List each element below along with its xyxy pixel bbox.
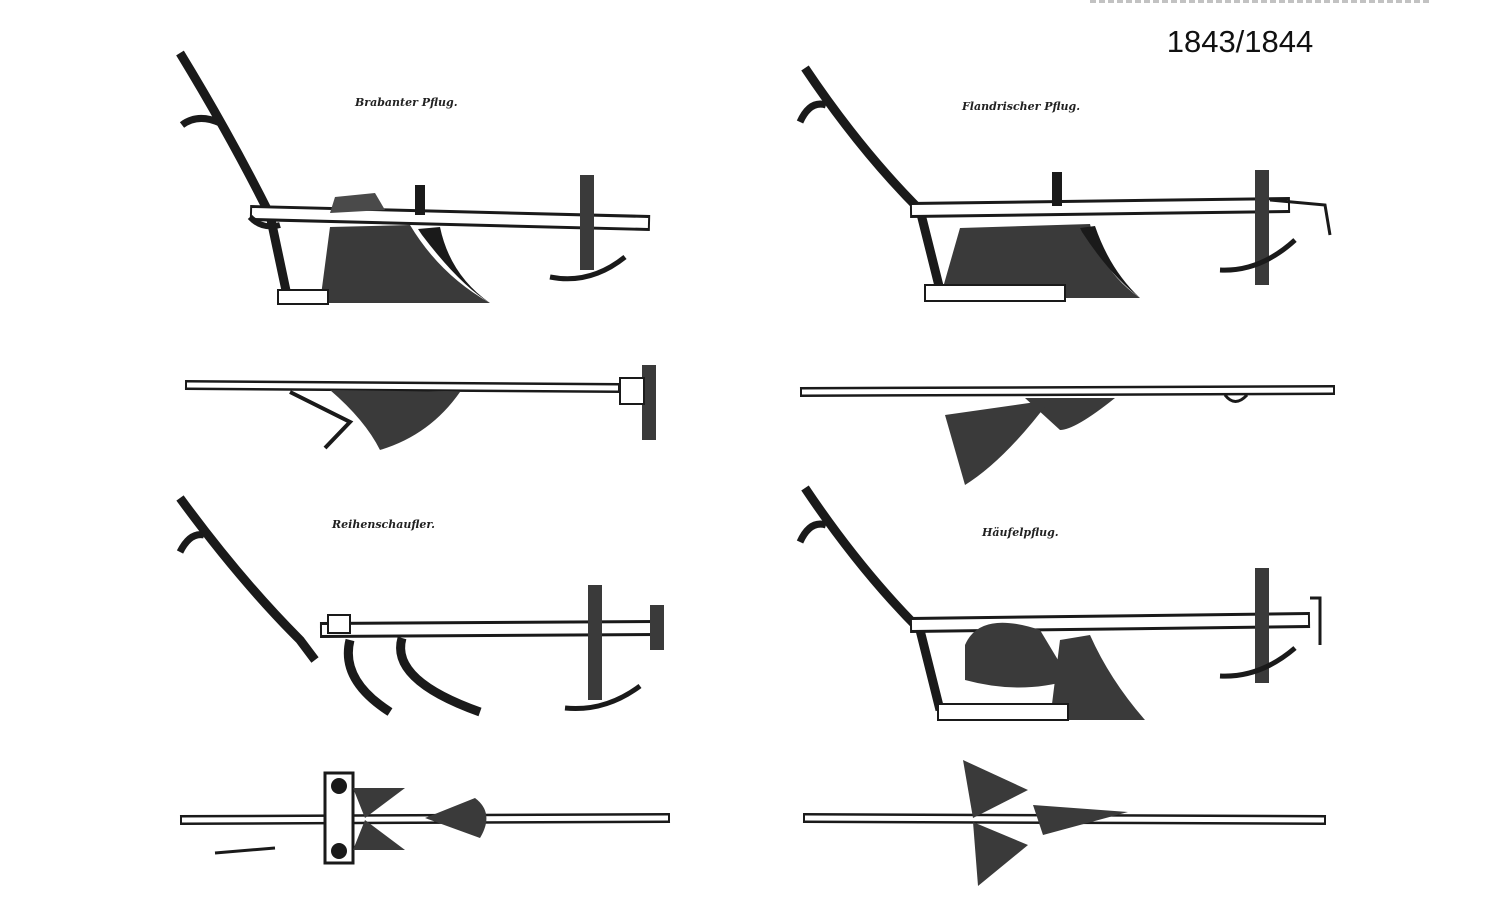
caption-flandrischer-pflug: Flandrischer Pflug.	[962, 100, 1081, 113]
brabanter-plough-top-view	[180, 360, 660, 455]
plate-year: 1843/1844	[1166, 24, 1314, 59]
flandrischer-plough-top-view	[795, 370, 1345, 490]
reihenschaufler-side-view	[170, 490, 680, 720]
scan-edge-line	[1090, 0, 1430, 3]
caption-brabanter-pflug: Brabanter Pflug.	[355, 96, 458, 109]
caption-haeufelpflug: Häufelpflug.	[982, 526, 1059, 539]
haeufelpflug-top-view	[798, 750, 1333, 890]
brabanter-plough-side-view	[170, 45, 670, 320]
haeufelpflug-side-view	[790, 480, 1340, 730]
caption-reihenschaufler: Reihenschaufler.	[332, 518, 435, 531]
flandrischer-plough-side-view	[790, 60, 1340, 310]
reihenschaufler-top-view	[175, 768, 675, 868]
